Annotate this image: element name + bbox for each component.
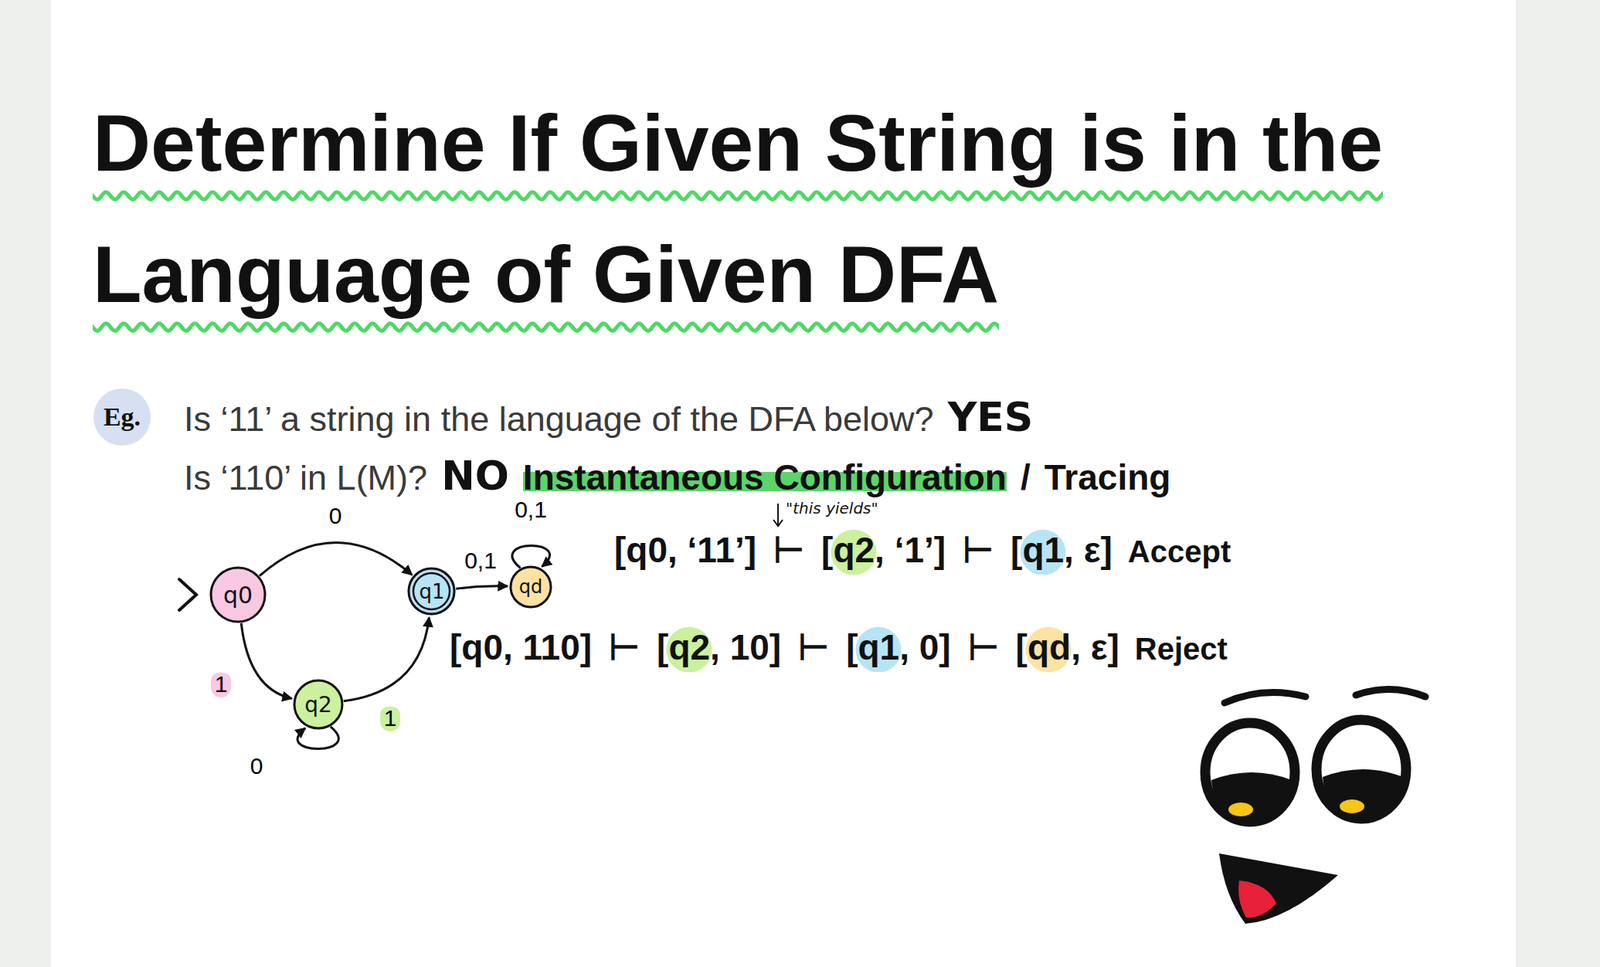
transition-label: 0 — [246, 753, 268, 780]
start-arrow — [179, 579, 197, 611]
transition-label: 1 — [380, 705, 401, 732]
state-circle: q0 — [209, 566, 267, 624]
yields-symbol: ⊢ — [796, 622, 831, 673]
configuration: [q0, ‘11’] — [612, 525, 758, 575]
heading-text: Tracing — [1044, 455, 1172, 500]
transition-label: 0 — [325, 502, 347, 530]
configuration: [q2, 10] — [655, 622, 783, 673]
title-text: Determine If Given String is in the Lang… — [92, 77, 1499, 340]
configuration: [q2, ‘1’] — [819, 525, 948, 575]
state-name: q2 — [304, 692, 333, 718]
question-text: Is ‘110’ in L(M)? — [183, 456, 428, 500]
transition-arrow — [512, 545, 551, 568]
state-name: qd — [519, 576, 543, 598]
answer-text: NO — [441, 454, 510, 498]
transition-arrow — [259, 542, 413, 576]
configuration: [q1, 0] — [844, 622, 952, 673]
node-shape — [93, 388, 151, 446]
accept-state-circle: q1 — [407, 567, 456, 616]
example-badge: Eg. — [91, 387, 153, 448]
text-row: Is ‘110’ in L(M)? NO Instantaneous Configu… — [183, 454, 1171, 500]
transition-label: 1 — [210, 671, 232, 698]
state-name: Eg. — [103, 402, 141, 432]
state-circle: q2 — [292, 679, 344, 731]
dead-state-circle: qd — [509, 565, 553, 609]
highlight-heading: Instantaneous Configuration — [523, 455, 1007, 500]
configuration: [q1, ε] — [1008, 525, 1115, 575]
verdict-text: Reject — [1134, 631, 1228, 667]
text-row: [q0, ‘11’]⊢[q2, ‘1’]⊢[q1, ε]Accept — [612, 525, 1231, 575]
note-text: "this yields" — [785, 499, 879, 518]
transition-arrow — [297, 726, 339, 749]
yields-symbol: ⊢ — [961, 525, 996, 575]
transition-label: 0,1 — [460, 547, 501, 575]
accept-ring — [413, 573, 450, 610]
configuration: [qd, ε] — [1014, 622, 1122, 673]
pointer-arrow — [773, 503, 783, 527]
state-name: q0 — [223, 581, 253, 609]
yields-symbol: ⊢ — [771, 525, 806, 575]
node-shape — [210, 567, 265, 622]
verdict-text: Accept — [1127, 534, 1231, 570]
answer-text: YES — [947, 395, 1034, 439]
node-shape — [510, 567, 551, 608]
node-shape — [294, 680, 343, 729]
transition-label: 0,1 — [510, 496, 551, 524]
node-shape — [408, 568, 455, 615]
text-row: Is ‘11’ a string in the language of the … — [183, 395, 1033, 442]
yields-symbol: ⊢ — [607, 622, 642, 673]
transition-arrow — [241, 623, 293, 700]
configuration: [q0, 110] — [448, 622, 594, 673]
yields-symbol: ⊢ — [966, 622, 1001, 673]
state-name: q1 — [418, 580, 445, 604]
transition-arrow — [343, 617, 430, 701]
transition-arrow — [455, 586, 508, 589]
text-row: [q0, 110] ⊢ [q2, 10] ⊢ [q1, 0] ⊢ [qd, ε] Reject — [448, 622, 1228, 673]
smiley-face — [1205, 689, 1426, 924]
question-text: Is ‘11’ a string in the language of the … — [183, 397, 935, 442]
separator: / — [1020, 455, 1031, 500]
